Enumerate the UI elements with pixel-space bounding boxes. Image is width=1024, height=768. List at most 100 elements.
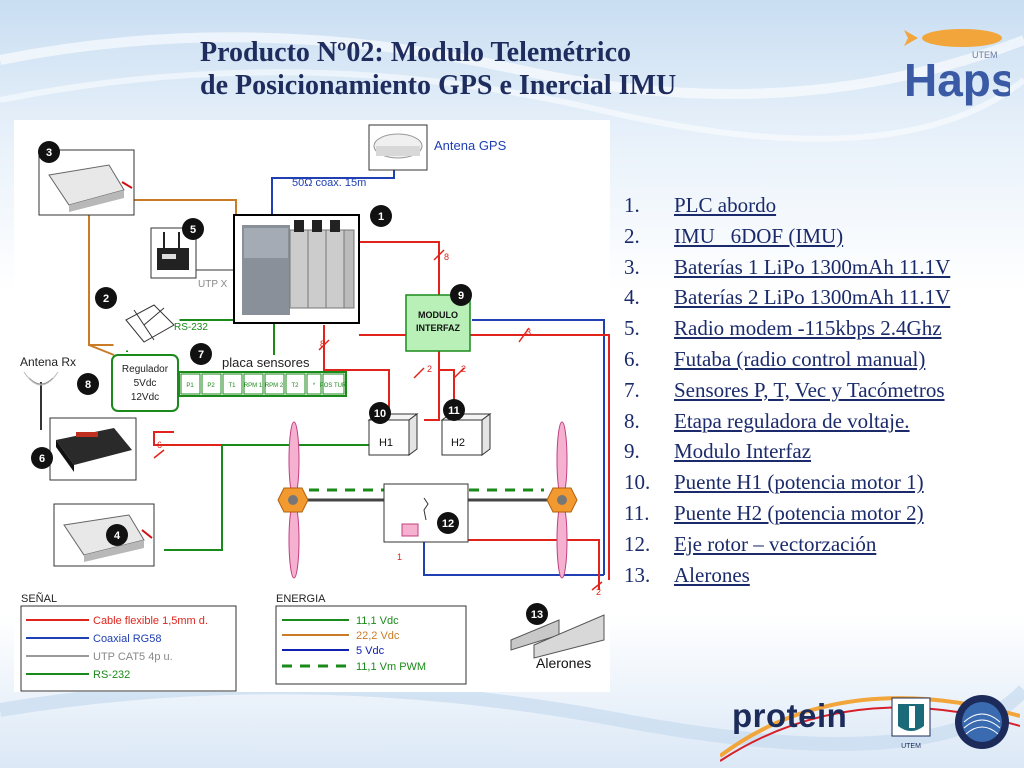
protein-logo: protein: [732, 697, 847, 735]
signal-item-4: RS-232: [93, 669, 130, 681]
wire-count-2c: 2: [596, 587, 601, 597]
rs232-label: RS-232: [174, 322, 208, 333]
list-item: 13.Alerones: [624, 562, 750, 587]
badge-6: 6: [31, 447, 53, 469]
list-item: 1.PLC abordo: [624, 193, 777, 217]
signal-item-1: Cable flexible 1,5mm d.: [93, 615, 208, 627]
imu-sensor: [113, 294, 180, 351]
svg-text:11: 11: [448, 405, 460, 417]
h-bridge-1: H1: [367, 413, 419, 456]
wires-green: [126, 300, 384, 551]
badge-5: 5: [182, 218, 204, 240]
svg-text:7: 7: [198, 349, 204, 361]
wire-count-8b: 8: [320, 339, 325, 349]
wires-orange: [88, 199, 237, 356]
slot-p2: P2: [207, 383, 215, 389]
badges: 1 2 3 4 5 6 7 8 9 10 11 12 13: [31, 141, 548, 625]
list-item: 6.Futaba (radio control manual): [624, 346, 926, 371]
regulator-line-2: 5Vdc: [134, 378, 157, 389]
protein-text: protein: [732, 697, 848, 734]
energy-item-2: 22,2 Vdc: [356, 630, 400, 642]
footer-logos: UTEM: [720, 695, 1020, 762]
haps-text: Haps: [904, 54, 1010, 106]
badge-1: 1: [370, 205, 392, 227]
module-line-2: INTERFAZ: [416, 323, 461, 333]
energy-legend: ENERGIA 11,1 Vdc 22,2 Vdc 5 Vdc 11,1 Vm …: [275, 593, 467, 685]
title-line-1: Producto Nº02: Modulo Telemétrico: [200, 37, 632, 68]
svg-text:1: 1: [378, 211, 384, 223]
gps-antenna-label: Antena GPS: [434, 138, 507, 153]
component-list: 1.PLC abordo 2.IMU 6DOF (IMU) 3.Baterías…: [624, 190, 950, 590]
list-item: 10.Puente H1 (potencia motor 1): [624, 470, 924, 495]
title-line-2: de Posicionamiento GPS e Inercial IMU: [200, 70, 677, 101]
regulator-line-3: 12Vdc: [131, 392, 159, 403]
svg-text:2: 2: [103, 293, 109, 305]
svg-text:3: 3: [46, 147, 52, 159]
futaba-receiver: [49, 417, 137, 481]
signal-legend-title: SEÑAL: [21, 592, 57, 605]
badge-8: 8: [77, 373, 99, 395]
slot-t2: T2: [291, 383, 299, 389]
list-item: 11.Puente H2 (potencia motor 2): [624, 500, 924, 525]
energy-item-1: 11,1 Vdc: [356, 615, 399, 627]
badge-3: 3: [38, 141, 60, 163]
list-item: 8.Etapa reguladora de voltaje.: [624, 408, 910, 433]
svg-text:10: 10: [374, 408, 386, 420]
list-item: 12.Eje rotor – vectorzación: [624, 531, 877, 556]
h1-label: H1: [379, 437, 393, 449]
list-item: 4.Baterías 2 LiPo 1300mAh 11.1V: [624, 285, 951, 310]
wire-count-2b: 2: [461, 364, 466, 374]
plc-unit: [233, 214, 360, 324]
wire-count-6: 6: [157, 440, 162, 450]
slot-star: *: [313, 383, 316, 389]
system-diagram: Antena GPS 50Ω coax. 15m UTP X: [14, 120, 610, 692]
slot-rpm2: RPM 2: [265, 383, 284, 389]
list-item: 7.Sensores P, T, Vec y Tacómetros: [624, 377, 945, 402]
energy-item-4: 11,1 Vm PWM: [356, 661, 426, 673]
svg-text:5: 5: [190, 224, 196, 236]
regulator-line-1: Regulador: [122, 364, 169, 375]
list-item: 9.Modulo Interfaz: [624, 439, 812, 464]
h2-label: H2: [451, 437, 465, 449]
battery-2: [53, 503, 155, 567]
rx-antenna-label: Antena Rx: [20, 355, 76, 369]
signal-item-2: Coaxial RG58: [93, 633, 161, 645]
gps-antenna: Antena GPS 50Ω coax. 15m: [292, 124, 507, 189]
utem-footer-label: UTEM: [901, 743, 921, 750]
h-bridge-2: H2: [440, 413, 492, 456]
slot-t1: T1: [228, 383, 236, 389]
signal-item-3: UTP CAT5 4p u.: [93, 651, 173, 663]
regulator: Regulador 5Vdc 12Vdc: [111, 354, 179, 412]
list-item: 3.Baterías 1 LiPo 1300mAh 11.1V: [624, 254, 951, 279]
rotor-axis: [277, 421, 578, 579]
module-line-1: MODULO: [418, 310, 458, 320]
list-item: 2.IMU 6DOF (IMU): [624, 223, 844, 248]
slot-rpm1: RPM 1: [244, 383, 263, 389]
svg-text:8: 8: [85, 379, 91, 391]
rx-antenna: Antena Rx: [20, 355, 76, 430]
badge-9: 9: [450, 284, 472, 306]
radio-modem: [150, 227, 197, 279]
signal-legend: SEÑAL Cable flexible 1,5mm d. Coaxial RG…: [20, 592, 237, 692]
slot-pos-tur: POS TUR: [320, 383, 347, 389]
utem-small: UTEM: [972, 50, 998, 60]
svg-text:9: 9: [458, 290, 464, 302]
ailerons-label: Alerones: [536, 655, 591, 671]
ailerons: Alerones: [510, 614, 605, 671]
utem-shield-icon: UTEM: [891, 697, 931, 750]
badge-2: 2: [95, 287, 117, 309]
globe-seal-icon: [955, 695, 1009, 749]
sensor-board: placa sensores P1 P2 T1 RPM 1 RPM 2 T2 *…: [178, 355, 347, 397]
haps-logo: UTEM Haps: [904, 29, 1010, 106]
sensor-slots: [180, 373, 345, 395]
wire-count-2a: 2: [427, 364, 432, 374]
badge-10: 10: [369, 402, 391, 424]
slot-p1: P1: [186, 383, 194, 389]
svg-text:13: 13: [531, 609, 543, 621]
badge-4: 4: [106, 524, 128, 546]
energy-item-3: 5 Vdc: [356, 645, 385, 657]
badge-13: 13: [526, 603, 548, 625]
utp-label: UTP X: [198, 279, 228, 290]
list-item: 5.Radio modem -115kbps 2.4Ghz: [624, 316, 942, 341]
wire-count-8a: 8: [444, 252, 449, 262]
